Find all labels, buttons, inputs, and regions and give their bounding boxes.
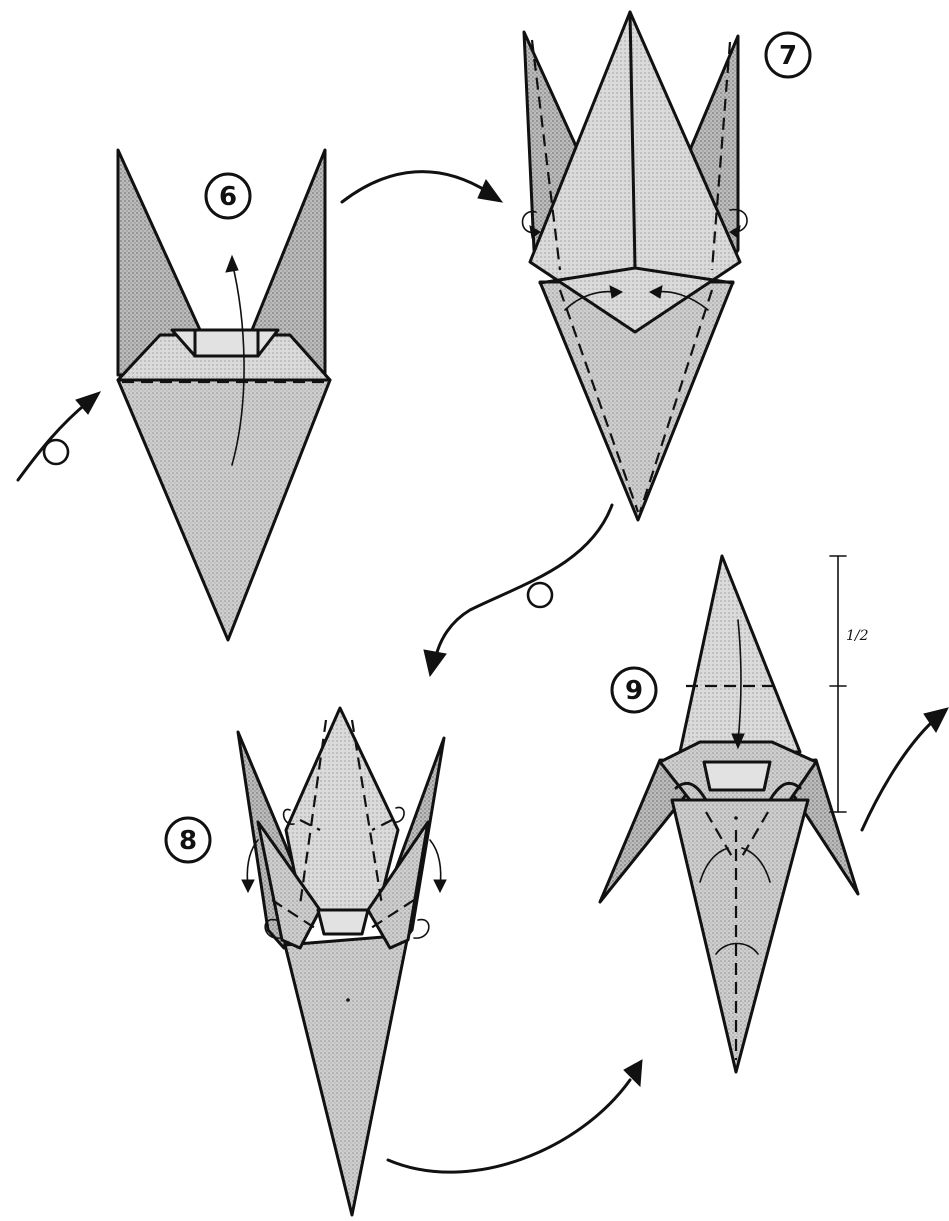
measure-bracket-icon: 1/2 [830, 556, 869, 812]
step-9-number: 9 [625, 676, 643, 706]
step-8-body [285, 935, 408, 1215]
step-7-number: 7 [779, 41, 797, 71]
step-6-figure: 6 [118, 150, 330, 640]
step-9-figure: 9 [600, 556, 858, 1072]
step-9-center-tab [704, 762, 770, 790]
turn-over-icon [18, 392, 100, 480]
flow-arrow-icon [342, 172, 502, 202]
step-8-figure: 8 [166, 708, 446, 1215]
step-6-number: 6 [219, 182, 237, 212]
turn-over-flow-icon [424, 505, 612, 676]
step-9-body [672, 800, 808, 1072]
flow-arrow-icon [862, 708, 948, 830]
measure-label: 1/2 [846, 628, 869, 644]
step-7-figure: 7 [523, 12, 811, 520]
flow-arrow-icon [388, 1060, 642, 1172]
step-8-number: 8 [179, 826, 197, 856]
step-8-center-tab [318, 910, 368, 934]
step-6-body [118, 380, 330, 640]
